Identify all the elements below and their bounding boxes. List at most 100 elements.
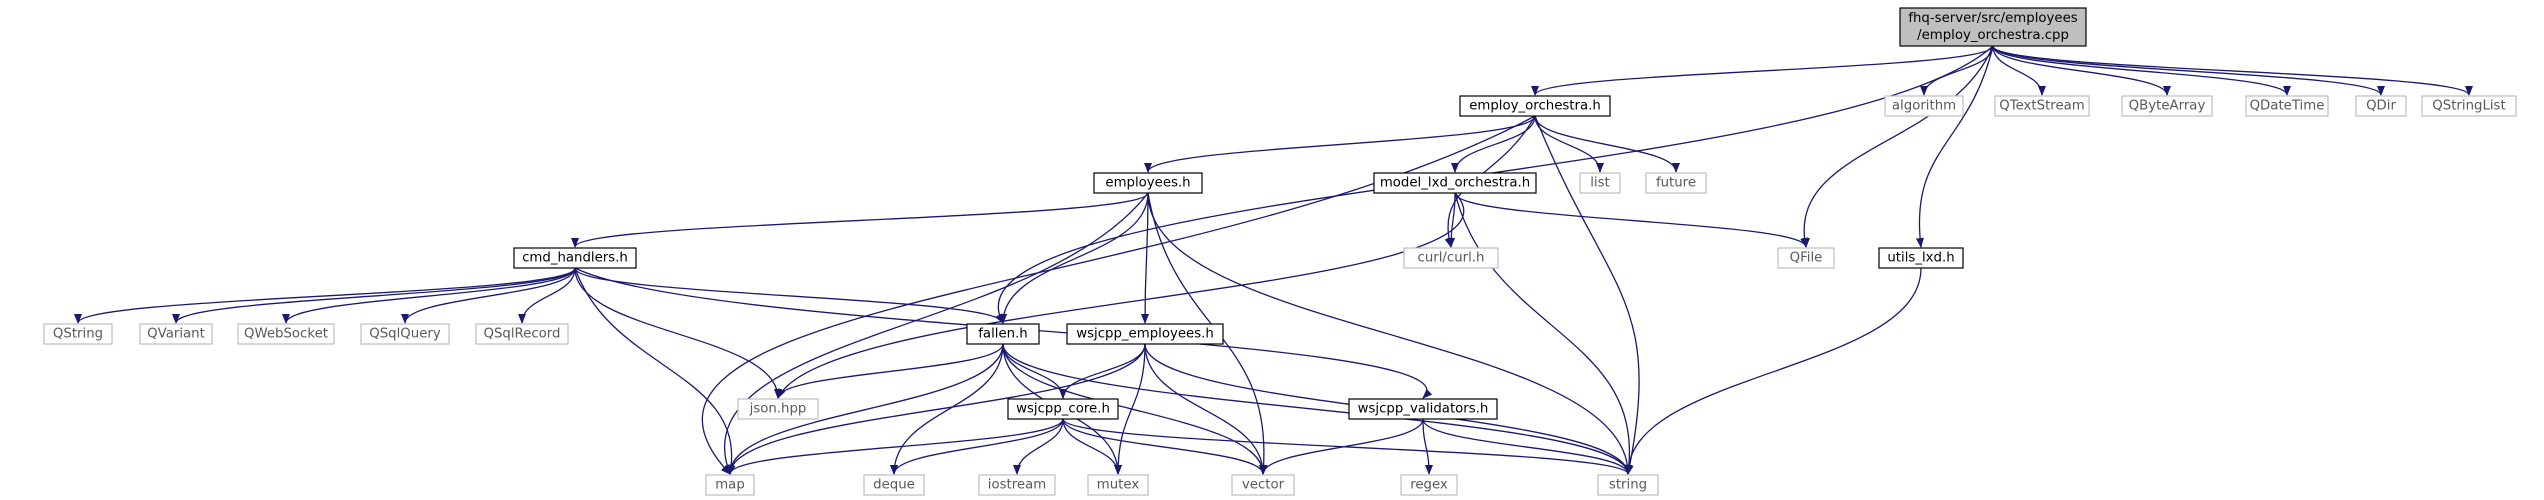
- node-label: fallen.h: [978, 327, 1027, 342]
- edge-wsjcpp_core_h-to-map: [726, 418, 1064, 475]
- edge-cmd_handlers_h-to-QString: [74, 267, 576, 324]
- edge-fallen_h-to-vector: [1002, 343, 1267, 475]
- node-label: json.hpp: [749, 402, 807, 417]
- node-list: list: [1579, 172, 1621, 194]
- node-label: QString: [53, 327, 103, 342]
- node-curl-h: curl/curl.h: [1403, 247, 1499, 269]
- node-utils-lxd-h[interactable]: utils_lxd.h: [1878, 247, 1964, 269]
- node-box: [1994, 95, 2090, 117]
- edge-cmd_handlers_h-to-QSqlRecord: [518, 267, 576, 324]
- node-box: [1884, 95, 1964, 117]
- edge-model_lxd_orchestra_h-to-QFile: [1454, 192, 1810, 248]
- node-label: /employ_orchestra.cpp: [1917, 28, 2069, 43]
- edge-wsjcpp_validators_h-to-regex: [1422, 418, 1433, 475]
- node-box: [737, 398, 819, 420]
- node-vector: vector: [1231, 474, 1295, 496]
- node-label: algorithm: [1892, 99, 1956, 114]
- edge-employ_orchestra_cpp-to-algorithm: [1920, 45, 1994, 96]
- node-QFile: QFile: [1777, 247, 1835, 269]
- node-box: [1373, 172, 1537, 194]
- node-QDateTime: QDateTime: [2245, 95, 2329, 117]
- node-employees-h[interactable]: employees.h: [1093, 172, 1203, 194]
- node-box: [1579, 172, 1621, 194]
- edges-layer: [74, 45, 2473, 475]
- edge-fallen_h-to-json_hpp: [774, 343, 1004, 399]
- node-QByteArray: QByteArray: [2121, 95, 2213, 117]
- node-label: curl/curl.h: [1418, 251, 1485, 266]
- node-box: [1459, 95, 1611, 117]
- edge-wsjcpp_core_h-to-vector: [1062, 418, 1267, 475]
- node-box: [1777, 247, 1835, 269]
- node-employ-orchestra-h[interactable]: employ_orchestra.h: [1459, 95, 1611, 117]
- edge-cmd_handlers_h-to-fallen_h: [574, 267, 1007, 324]
- node-label: iostream: [988, 478, 1046, 493]
- edge-wsjcpp_validators_h-to-string: [1422, 418, 1632, 475]
- edge-wsjcpp_core_h-to-deque: [890, 418, 1064, 475]
- node-label: QSqlQuery: [369, 327, 441, 342]
- node-future: future: [1645, 172, 1707, 194]
- node-wsjcpp-core-h[interactable]: wsjcpp_core.h: [1007, 398, 1119, 420]
- node-label: employ_orchestra.h: [1469, 99, 1601, 114]
- node-box: [863, 474, 925, 496]
- node-box: [978, 474, 1056, 496]
- edge-wsjcpp_employees_h-to-mutex: [1114, 343, 1146, 475]
- node-label: fhq-server/src/employees: [1908, 11, 2077, 26]
- nodes-layer: fhq-server/src/employees/employ_orchestr…: [43, 7, 2517, 496]
- node-iostream: iostream: [978, 474, 1056, 496]
- edge-employees_h-to-string: [1147, 192, 1632, 475]
- node-label: string: [1609, 478, 1647, 493]
- edge-employ_orchestra_cpp-to-QTextStream: [1992, 45, 2046, 96]
- node-label: QVariant: [147, 327, 205, 342]
- node-QSqlRecord: QSqlRecord: [475, 323, 569, 345]
- edge-cmd_handlers_h-to-map: [574, 267, 736, 475]
- node-QWebSocket: QWebSocket: [237, 323, 335, 345]
- node-QTextStream: QTextStream: [1994, 95, 2090, 117]
- node-label: QWebSocket: [244, 327, 328, 342]
- edge-fallen_h-to-deque: [890, 343, 1004, 475]
- node-wsjcpp-employees-h[interactable]: wsjcpp_employees.h: [1066, 323, 1224, 345]
- edge-wsjcpp_employees_h-to-wsjcpp_core_h: [1059, 343, 1146, 399]
- node-box: [2121, 95, 2213, 117]
- edge-wsjcpp_employees_h-to-map: [726, 343, 1146, 475]
- node-fallen-h[interactable]: fallen.h: [966, 323, 1040, 345]
- node-box: [139, 323, 213, 345]
- node-string: string: [1597, 474, 1659, 496]
- edge-fallen_h-to-string: [1002, 343, 1632, 475]
- node-employ-orchestra-cpp[interactable]: fhq-server/src/employees/employ_orchestr…: [1899, 7, 2087, 47]
- edge-employees_h-to-fallen_h: [999, 192, 1149, 324]
- edge-employ_orchestra_h-to-string: [1534, 115, 1640, 475]
- node-deque: deque: [863, 474, 925, 496]
- node-wsjcpp-validators-h[interactable]: wsjcpp_validators.h: [1348, 398, 1498, 420]
- node-label: QFile: [1790, 251, 1823, 266]
- node-QVariant: QVariant: [139, 323, 213, 345]
- edge-cmd_handlers_h-to-QWebSocket: [282, 267, 576, 324]
- edge-model_lxd_orchestra_h-to-string: [1454, 192, 1634, 475]
- node-QSqlQuery: QSqlQuery: [360, 323, 450, 345]
- edge-employ_orchestra_cpp-to-QDir: [1992, 45, 2385, 96]
- node-label: wsjcpp_core.h: [1016, 402, 1110, 417]
- node-model-lxd-orchestra-h[interactable]: model_lxd_orchestra.h: [1373, 172, 1537, 194]
- node-box: [966, 323, 1040, 345]
- node-map: map: [705, 474, 755, 496]
- node-box: [1007, 398, 1119, 420]
- node-label: wsjcpp_employees.h: [1076, 327, 1214, 342]
- edge-employees_h-to-wsjcpp_employees_h: [1141, 192, 1150, 324]
- edge-employ_orchestra_cpp-to-QByteArray: [1992, 45, 2171, 96]
- node-label: QTextStream: [1999, 99, 2084, 114]
- node-label: regex: [1410, 478, 1448, 493]
- node-box: [1400, 474, 1458, 496]
- edge-employees_h-to-map: [723, 192, 1149, 475]
- node-label: vector: [1242, 478, 1285, 493]
- edge-wsjcpp_core_h-to-mutex: [1062, 418, 1122, 475]
- node-box: [1878, 247, 1964, 269]
- edge-fallen_h-to-wsjcpp_core_h: [1002, 343, 1067, 399]
- node-cmd-handlers-h[interactable]: cmd_handlers.h: [513, 247, 637, 269]
- node-QStringList: QStringList: [2421, 95, 2517, 117]
- edge-wsjcpp_core_h-to-iostream: [1013, 418, 1064, 475]
- node-mutex: mutex: [1087, 474, 1149, 496]
- node-regex: regex: [1400, 474, 1458, 496]
- node-label: deque: [873, 478, 915, 493]
- node-box: [1403, 247, 1499, 269]
- node-box: [1645, 172, 1707, 194]
